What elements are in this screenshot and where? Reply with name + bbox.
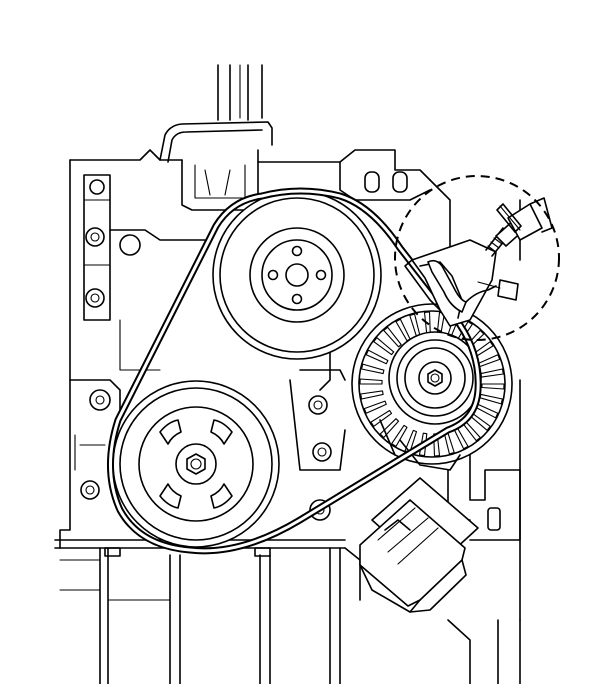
alternator-fin xyxy=(360,390,384,400)
alternator-fin xyxy=(370,409,393,427)
crankshaft-pulley xyxy=(112,380,280,548)
alternator xyxy=(351,303,513,471)
alternator-fin xyxy=(359,378,383,385)
alternator-fin xyxy=(383,326,402,348)
upper-pulley xyxy=(212,190,382,360)
alternator-fin xyxy=(363,400,387,414)
drive-belt xyxy=(107,187,482,555)
belt-tension-gauge xyxy=(394,175,560,341)
alternator-fin xyxy=(361,363,385,375)
oil-filter xyxy=(359,477,479,613)
alternator-fin xyxy=(379,418,400,439)
alternator-fin xyxy=(365,349,389,365)
alternator-fin xyxy=(404,429,418,454)
alternator-fin xyxy=(481,383,505,390)
alternator-fin xyxy=(373,337,395,356)
alternator-fin xyxy=(418,432,428,457)
